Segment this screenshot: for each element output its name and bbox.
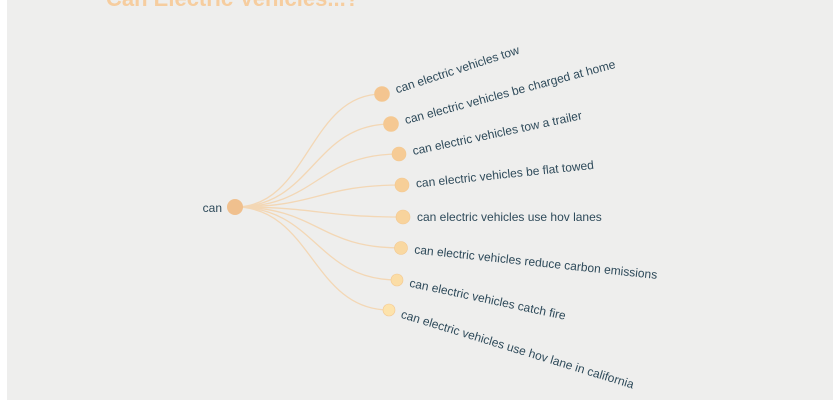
tree-node[interactable] [390, 273, 404, 287]
tree-node[interactable] [374, 86, 390, 102]
node-label: can electric vehicles reduce carbon emis… [414, 242, 658, 281]
tree-link [234, 206, 398, 281]
tree-link [234, 206, 404, 218]
root-node[interactable] [227, 199, 243, 215]
tree-node[interactable] [383, 116, 399, 132]
tree-link [234, 123, 392, 208]
tree-node[interactable] [395, 209, 411, 225]
chart-panel [7, 0, 833, 400]
tree-link [234, 206, 402, 249]
tree-node[interactable] [394, 241, 408, 255]
node-label: can electric vehicles be flat towed [415, 158, 594, 191]
tree-node[interactable] [382, 303, 396, 317]
tree-node[interactable] [391, 146, 407, 162]
root-label: can [203, 201, 222, 215]
tree-link [234, 184, 403, 208]
tree-node[interactable] [394, 177, 410, 193]
node-label: can electric vehicles use hov lane in ca… [399, 307, 636, 391]
node-label: can electric vehicles use hov lanes [417, 210, 602, 224]
chart-title: Can Electric Vehicles...? [106, 0, 359, 12]
tree-link [234, 93, 383, 208]
tree-link [234, 153, 400, 208]
node-label: can electric vehicles be charged at home [403, 57, 617, 127]
tree-link [234, 206, 390, 311]
